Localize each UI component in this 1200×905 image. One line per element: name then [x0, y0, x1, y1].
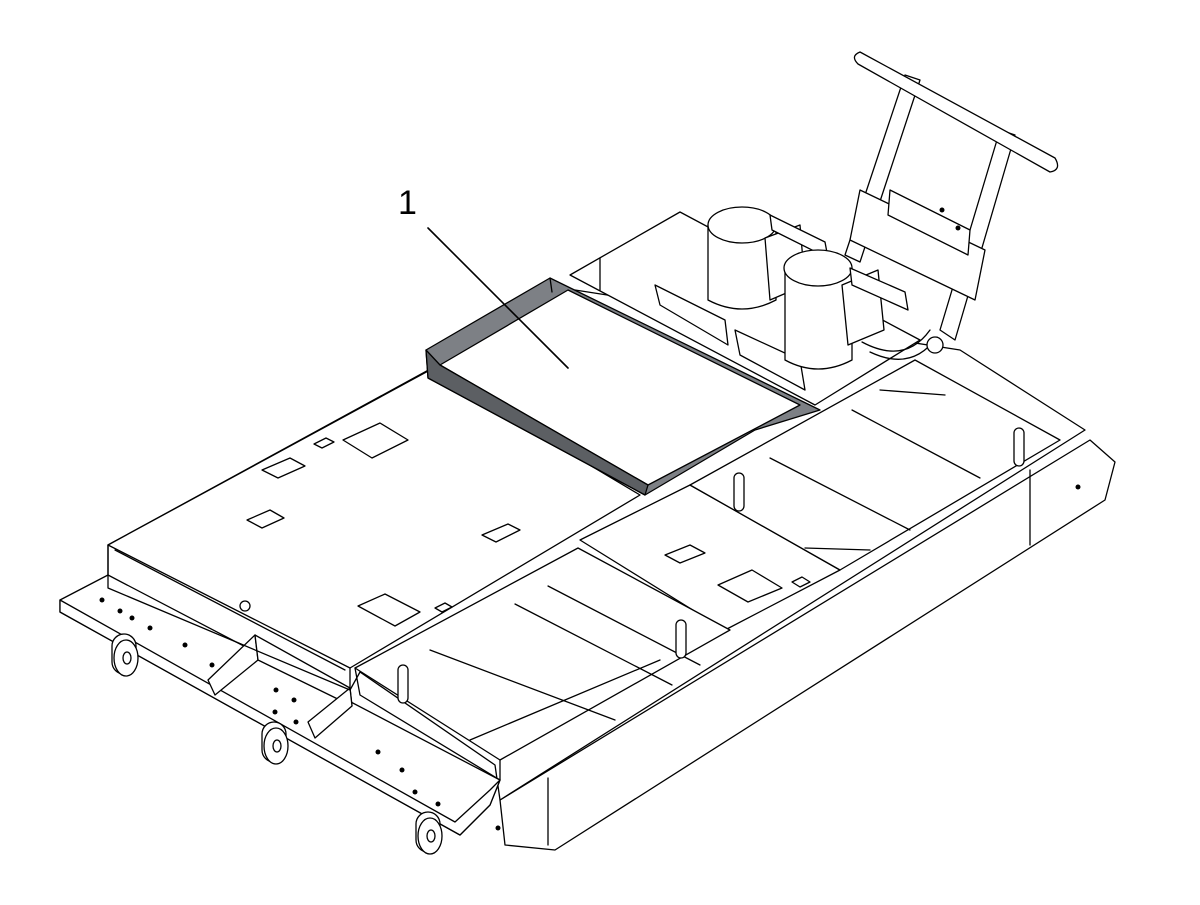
caster-wheel	[111, 633, 139, 677]
right-open-tray	[689, 359, 1061, 571]
front-open-tray	[354, 547, 731, 781]
middle-tray	[579, 484, 841, 631]
callout-leader-line	[427, 227, 569, 369]
caster-wheel	[261, 721, 289, 765]
caster-wheel	[415, 811, 443, 855]
callout-label-1: 1	[398, 184, 417, 222]
left-plate-section	[107, 369, 641, 691]
highlighted-frame	[425, 277, 821, 496]
front-bumper	[59, 484, 1081, 836]
motor-right	[734, 249, 944, 391]
push-handle	[844, 51, 1059, 341]
